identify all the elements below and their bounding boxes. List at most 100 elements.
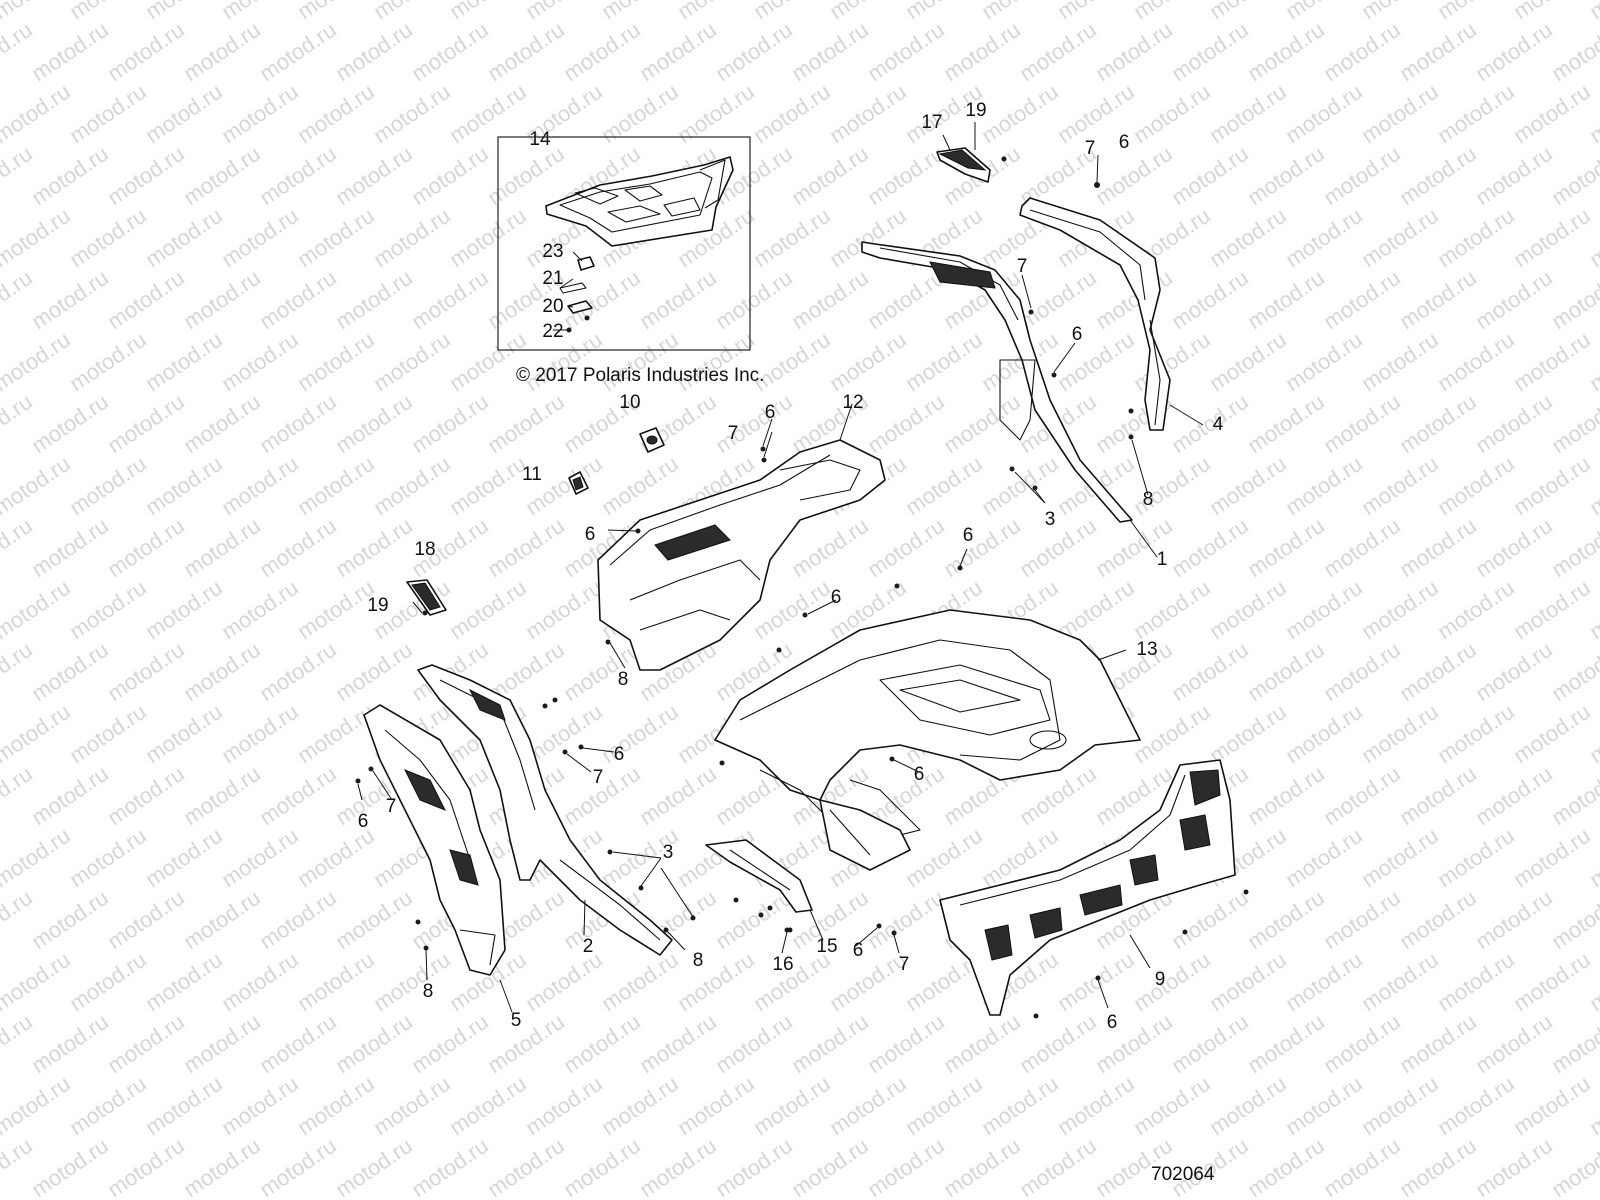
watermark-text: motod.ru: [939, 389, 1025, 458]
watermark-text: motod.ru: [445, 79, 531, 148]
callout-6: 6: [585, 524, 596, 545]
watermark-text: motod.ru: [217, 1071, 303, 1140]
watermark-text: motod.ru: [597, 947, 683, 1016]
watermark-text: motod.ru: [559, 1009, 645, 1078]
part-9-rear-fascia: [784, 759, 1249, 1019]
watermark-text: motod.ru: [331, 265, 417, 334]
watermark-text: motod.ru: [1471, 761, 1557, 830]
watermark-text: motod.ru: [521, 575, 607, 644]
watermark-text: motod.ru: [597, 699, 683, 768]
watermark-text: motod.ru: [521, 947, 607, 1016]
watermark-text: motod.ru: [27, 17, 113, 86]
callout-6: 6: [853, 940, 864, 961]
watermark-text: motod.ru: [369, 947, 455, 1016]
callout-7: 7: [899, 954, 910, 975]
watermark-text: motod.ru: [1243, 141, 1329, 210]
part-4-rear-panel-right: [1019, 182, 1171, 440]
watermark-text: motod.ru: [1053, 947, 1139, 1016]
callout-18: 18: [414, 539, 435, 560]
callout-3: 3: [1045, 509, 1056, 530]
watermark-text: motod.ru: [179, 637, 265, 706]
watermark-text: motod.ru: [673, 79, 759, 148]
watermark-text: motod.ru: [1243, 17, 1329, 86]
watermark-text: motod.ru: [1471, 1133, 1557, 1200]
watermark-text: motod.ru: [1281, 947, 1367, 1016]
watermark-text: motod.ru: [0, 327, 75, 396]
watermark-text: motod.ru: [179, 17, 265, 86]
diagram-number: 702064: [1151, 1164, 1215, 1185]
watermark-text: motod.ru: [1167, 637, 1253, 706]
watermark-text: motod.ru: [331, 513, 417, 582]
watermark-text: motod.ru: [1281, 327, 1367, 396]
watermark-text: motod.ru: [711, 1133, 797, 1200]
leader-lines: [357, 122, 1204, 1013]
watermark-text: motod.ru: [1319, 637, 1405, 706]
part-1-inner-rail: [861, 241, 1133, 523]
watermark-text: motod.ru: [369, 1071, 455, 1140]
watermark-text: motod.ru: [141, 1071, 227, 1140]
callout-6: 6: [963, 525, 974, 546]
watermark-text: motod.ru: [255, 1133, 341, 1200]
watermark-text: motod.ru: [901, 823, 987, 892]
watermark-text: motod.ru: [1319, 389, 1405, 458]
watermark-text: motod.ru: [0, 17, 37, 86]
latch-parts-drawing: [559, 256, 595, 333]
watermark-text: motod.ru: [1547, 17, 1600, 86]
watermark-text: motod.ru: [103, 637, 189, 706]
watermark-text: motod.ru: [1319, 265, 1405, 334]
watermark-text: motod.ru: [787, 17, 873, 86]
watermark-text: motod.ru: [825, 1071, 911, 1140]
watermark-text: motod.ru: [255, 761, 341, 830]
watermark-text: motod.ru: [863, 17, 949, 86]
watermark-text: motod.ru: [0, 761, 37, 830]
watermark-text: motod.ru: [217, 947, 303, 1016]
watermark-text: motod.ru: [179, 1133, 265, 1200]
watermark-text: motod.ru: [65, 823, 151, 892]
watermark-text: motod.ru: [901, 0, 987, 24]
callout-7: 7: [1017, 256, 1028, 277]
watermark-text: motod.ru: [787, 1133, 873, 1200]
watermark-text: motod.ru: [1547, 513, 1600, 582]
watermark-text: motod.ru: [1433, 79, 1519, 148]
watermark-text: motod.ru: [1243, 885, 1329, 954]
watermark-text: motod.ru: [977, 0, 1063, 24]
callout-6: 6: [1072, 324, 1083, 345]
watermark-text: motod.ru: [1243, 1133, 1329, 1200]
watermark-text: motod.ru: [749, 0, 835, 24]
watermark-text: motod.ru: [635, 761, 721, 830]
watermark-text: motod.ru: [1319, 1133, 1405, 1200]
callout-6: 6: [1107, 1012, 1118, 1033]
watermark-text: motod.ru: [1243, 389, 1329, 458]
watermark-text: motod.ru: [559, 1133, 645, 1200]
watermark-text: motod.ru: [863, 389, 949, 458]
watermark-text: motod.ru: [1395, 17, 1481, 86]
watermark-text: motod.ru: [27, 141, 113, 210]
watermark-text: motod.ru: [179, 513, 265, 582]
watermark-text: motod.ru: [483, 141, 569, 210]
watermark-text: motod.ru: [1053, 327, 1139, 396]
watermark-text: motod.ru: [1167, 1009, 1253, 1078]
watermark-text: motod.ru: [1281, 203, 1367, 272]
part-5-outer-panel-left: [355, 704, 506, 976]
watermark-text: motod.ru: [1319, 761, 1405, 830]
watermark-text: motod.ru: [1357, 1071, 1443, 1140]
watermark-text: motod.ru: [0, 79, 75, 148]
callout-6: 6: [614, 744, 625, 765]
callout-7: 7: [1085, 138, 1096, 159]
watermark-text: motod.ru: [1433, 327, 1519, 396]
watermark-text: motod.ru: [0, 203, 75, 272]
watermark-text: motod.ru: [1205, 575, 1291, 644]
watermark-text: motod.ru: [1509, 1071, 1595, 1140]
watermark-text: motod.ru: [863, 1133, 949, 1200]
watermark-text: motod.ru: [1547, 761, 1600, 830]
watermark-text: motod.ru: [597, 0, 683, 24]
inset-detail: [497, 136, 751, 351]
watermark-text: motod.ru: [1433, 947, 1519, 1016]
watermark-text: motod.ru: [331, 141, 417, 210]
watermark-text: motod.ru: [293, 79, 379, 148]
storage-tray-drawing: [545, 156, 734, 247]
watermark-text: motod.ru: [141, 575, 227, 644]
watermark-text: motod.ru: [1167, 389, 1253, 458]
watermark-text: motod.ru: [1091, 141, 1177, 210]
watermark-text: motod.ru: [787, 265, 873, 334]
